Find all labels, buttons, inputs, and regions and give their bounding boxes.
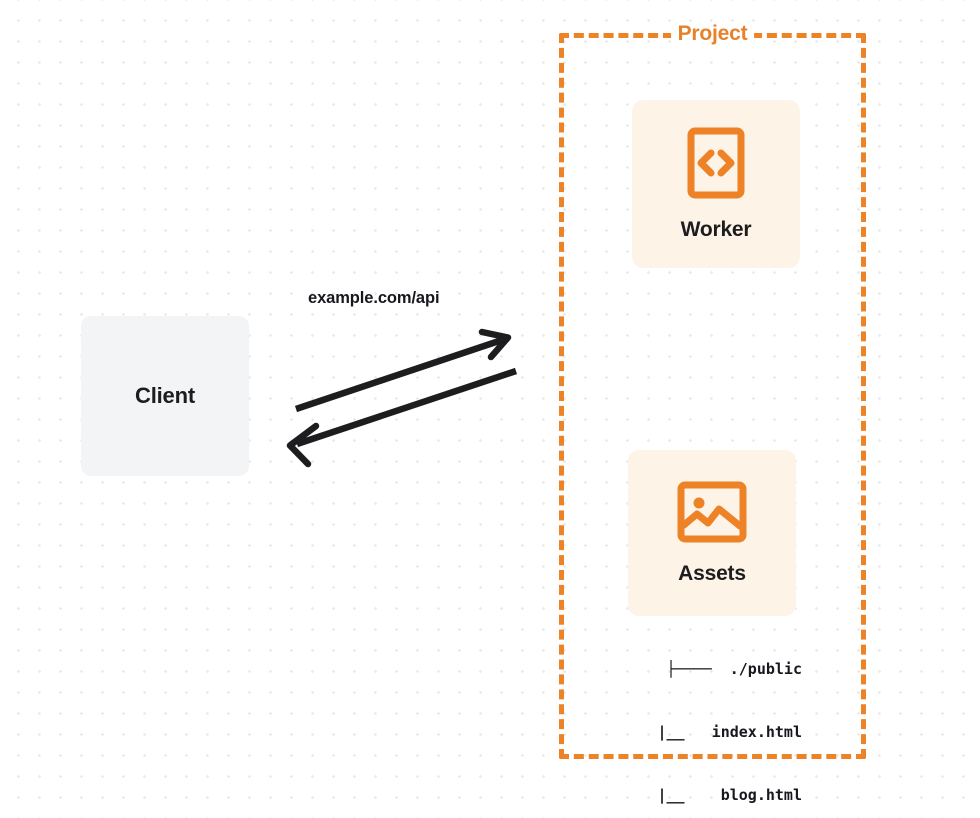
response-arrow xyxy=(286,367,518,468)
code-icon xyxy=(687,127,745,204)
project-group-boundary: Project xyxy=(559,22,866,759)
client-node-label: Client xyxy=(135,383,195,408)
file-tree-row: |__ index.html xyxy=(630,723,802,741)
assets-file-tree: ├──── ./public |__ index.html |__ blog.h… xyxy=(606,617,802,818)
file-tree-row: ├──── ./public xyxy=(666,660,802,678)
assets-card[interactable]: Assets xyxy=(628,450,796,616)
client-node[interactable]: Client xyxy=(81,316,249,476)
project-group-title: Project xyxy=(670,22,755,46)
image-icon xyxy=(677,481,747,548)
file-tree-row: |__ blog.html xyxy=(630,786,802,804)
request-arrow xyxy=(294,328,512,413)
assets-card-label: Assets xyxy=(678,561,746,585)
connector-label: example.com/api xyxy=(308,289,440,307)
worker-card-label: Worker xyxy=(680,217,752,241)
worker-card[interactable]: Worker xyxy=(632,100,800,268)
